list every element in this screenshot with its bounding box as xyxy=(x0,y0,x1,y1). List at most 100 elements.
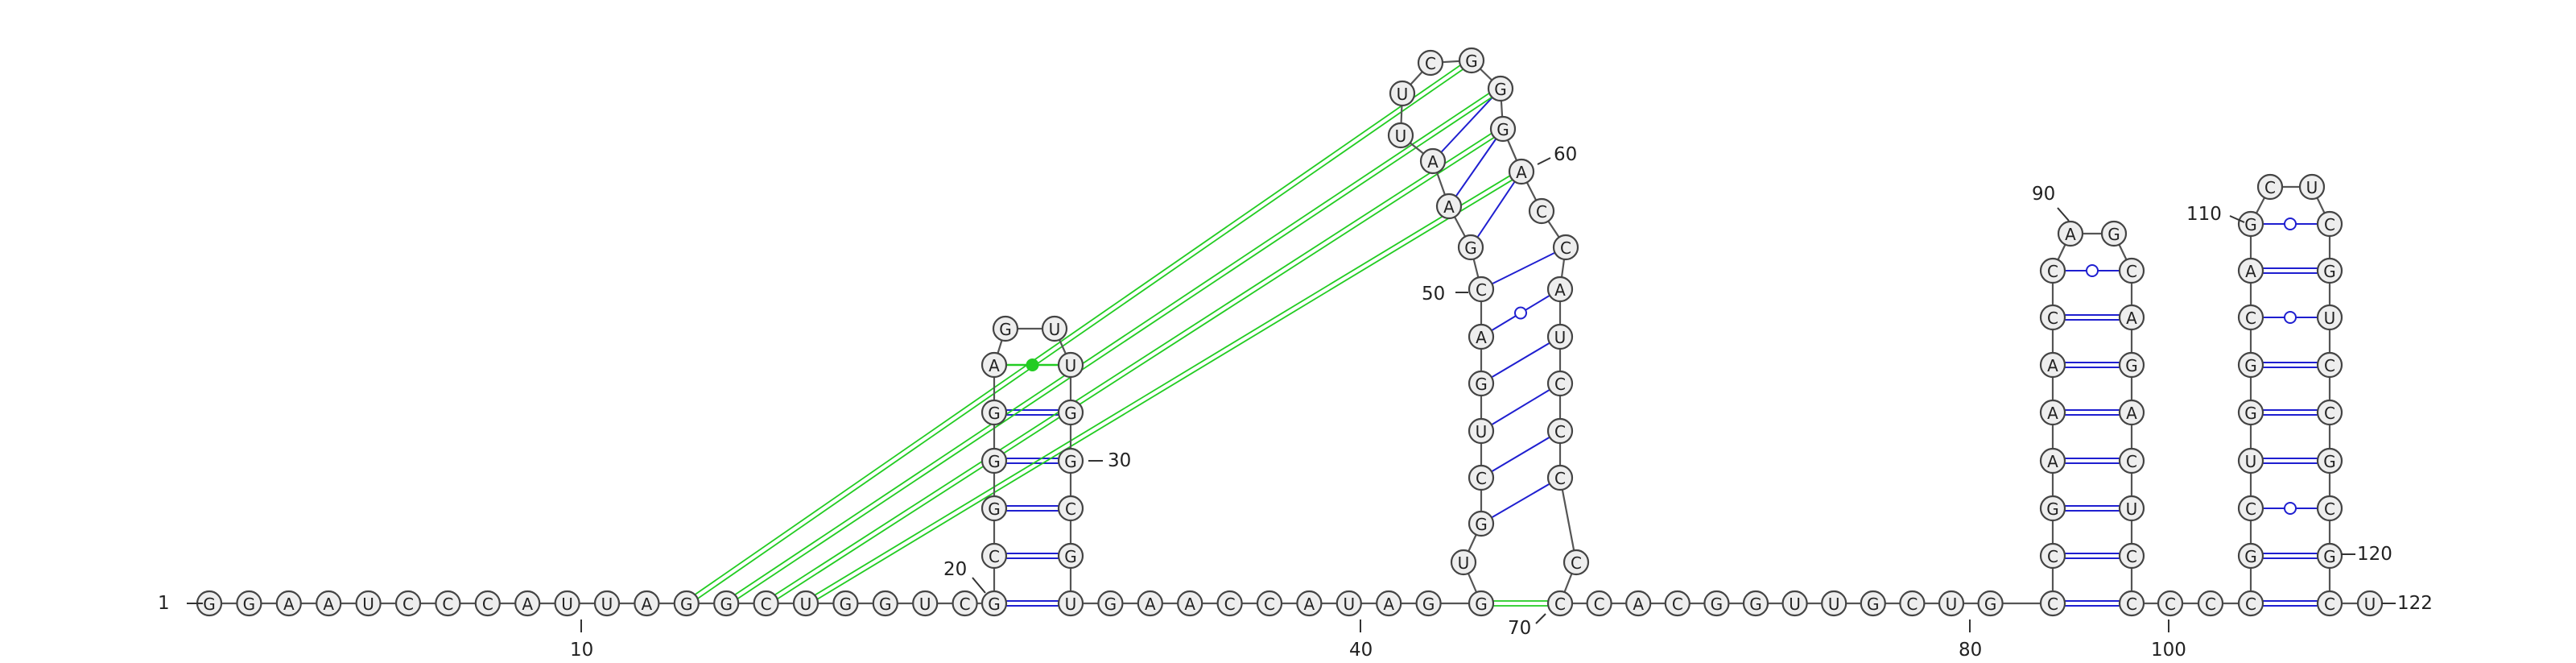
nucleotide-letter: U xyxy=(2126,499,2138,519)
nucleotide-50: A xyxy=(1468,323,1495,350)
nucleotide-97: U xyxy=(2118,495,2145,522)
nucleotide-21: G xyxy=(980,590,1008,617)
nucleotide-circle xyxy=(1546,464,1574,491)
base-pair-line xyxy=(1480,430,1561,479)
nucleotide-75: G xyxy=(1742,590,1769,617)
nucleotide-15: C xyxy=(753,590,779,617)
nucleotide-letter: U xyxy=(2324,309,2336,328)
nucleotide-letter: C xyxy=(2126,452,2137,471)
nucleotide-letter: U xyxy=(2306,178,2318,197)
nucleotide-circle xyxy=(1528,197,1555,225)
nucleotide-121: C xyxy=(2316,590,2343,617)
nucleotide-circle xyxy=(1458,47,1485,74)
label-10: 10 xyxy=(570,640,593,661)
nucleotide-circle xyxy=(2237,495,2264,522)
nucleotide-letter: G xyxy=(2125,356,2138,375)
nucleotide-circle xyxy=(1468,464,1495,491)
nucleotide-letter: G xyxy=(1064,404,1077,423)
nucleotide-122: U xyxy=(2356,590,2384,617)
nucleotide-circle xyxy=(1546,590,1574,617)
nucleotide-108: C xyxy=(2237,304,2264,331)
nucleotide-38: C xyxy=(1216,590,1243,617)
nucleotide-circle xyxy=(593,590,621,617)
base-pair-line xyxy=(1448,128,1504,207)
nucleotide-letter: A xyxy=(1633,595,1644,614)
nucleotide-18: G xyxy=(872,590,898,617)
nucleotide-119: C xyxy=(2316,495,2343,522)
nucleotide-circle xyxy=(713,590,740,617)
nucleotide-circle xyxy=(2316,304,2343,331)
nucleotide-70: C xyxy=(1546,590,1574,617)
nucleotide-letter: G xyxy=(2107,225,2120,244)
nucleotide-12: A xyxy=(634,590,660,617)
nucleotide-letter: C xyxy=(1554,422,1566,441)
nucleotide-95: A xyxy=(2118,399,2145,426)
nucleotide-letter: G xyxy=(1475,515,1488,534)
nucleotide-23: G xyxy=(980,495,1008,522)
base-pair-lines xyxy=(684,57,2330,607)
nucleotide-circle xyxy=(1977,590,2004,617)
nucleotide-circle xyxy=(2118,399,2145,426)
nucleotide-circle xyxy=(1664,590,1690,617)
nucleotide-letter: C xyxy=(2165,595,2176,614)
nucleotide-circle xyxy=(1742,590,1769,617)
nucleotide-circle xyxy=(980,590,1008,617)
nucleotide-circle xyxy=(2039,351,2066,379)
nucleotide-42: A xyxy=(1376,590,1402,617)
nucleotide-73: C xyxy=(1664,590,1690,617)
wobble-pair-marker xyxy=(2284,218,2297,230)
nucleotide-circle xyxy=(1376,590,1402,617)
nucleotide-circle xyxy=(1468,276,1495,303)
nucleotide-98: C xyxy=(2118,542,2145,570)
nucleotide-letter: U xyxy=(1397,85,1409,104)
label-40: 40 xyxy=(1349,640,1373,661)
nucleotide-circle xyxy=(2100,220,2128,247)
nucleotide-letter: C xyxy=(2047,595,2058,614)
nucleotide-letter: C xyxy=(2324,356,2335,375)
nucleotide-9: A xyxy=(514,590,541,617)
nucleotide-circle xyxy=(1468,323,1495,350)
nucleotide-circle xyxy=(2256,173,2284,201)
nucleotide-3: A xyxy=(275,590,302,617)
nucleotide-circle xyxy=(275,590,302,617)
nucleotide-circle xyxy=(2039,542,2066,570)
nucleotide-circle xyxy=(992,315,1019,342)
nucleotide-letter: U xyxy=(1049,320,1061,339)
nucleotide-letter: C xyxy=(2047,547,2058,566)
nucleotide-circle xyxy=(355,590,382,617)
nucleotide-87: A xyxy=(2039,351,2066,379)
label-20: 20 xyxy=(943,559,967,580)
nucleotide-34: U xyxy=(1057,590,1084,617)
nucleotide-circle xyxy=(1097,590,1124,617)
label-110: 110 xyxy=(2186,204,2222,225)
nucleotide-letter: C xyxy=(402,595,414,614)
nucleotide-circle xyxy=(1389,80,1416,107)
base-pair-line xyxy=(727,89,1503,607)
nucleotide-circle xyxy=(554,590,580,617)
nucleotide-64: A xyxy=(1546,276,1574,303)
nucleotide-29: U xyxy=(1057,351,1084,379)
nucleotide-letter: C xyxy=(1560,238,1571,258)
nucleotide-circle xyxy=(2157,590,2184,617)
nucleotide-circle xyxy=(2237,542,2264,570)
nucleotide-letter: G xyxy=(1711,595,1724,614)
nucleotide-letter: A xyxy=(2126,404,2137,423)
nucleotide-circle xyxy=(1487,75,1514,102)
nucleotide-circle xyxy=(1468,417,1495,445)
nucleotide-circle xyxy=(2316,351,2343,379)
nucleotide-circle xyxy=(792,590,819,617)
nucleotide-circle xyxy=(2237,210,2264,238)
nucleotide-81: G xyxy=(1977,590,2004,617)
nucleotide-circle xyxy=(1563,549,1590,576)
nucleotide-letter: G xyxy=(1475,375,1488,394)
nucleotide-letter: C xyxy=(2047,262,2058,281)
nucleotide-letter: U xyxy=(1828,595,1840,614)
nucleotide-letter: G xyxy=(2046,499,2059,519)
nucleotide-letter: C xyxy=(1536,202,1547,222)
nucleotide-85: A xyxy=(2039,447,2066,474)
nucleotide-letter: C xyxy=(1554,469,1566,488)
nucleotide-35: G xyxy=(1097,590,1124,617)
nucleotide-circle xyxy=(1335,590,1362,617)
nucleotide-letter: A xyxy=(2047,404,2058,423)
label-100: 100 xyxy=(2151,640,2186,661)
